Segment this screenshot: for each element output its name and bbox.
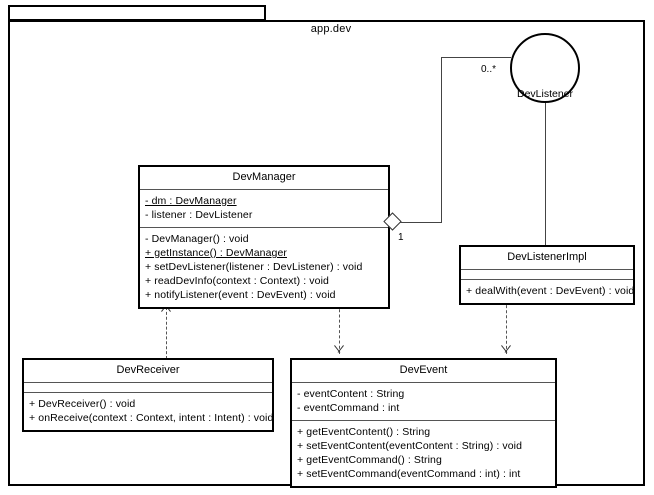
operation-row: - DevManager() : void: [145, 233, 249, 245]
aggregation-segment-horizontal-lower: [392, 222, 442, 223]
attributes-compartment-devreceiver: [24, 383, 272, 393]
operations-compartment-devmanager: - DevManager() : void + getInstance() : …: [140, 228, 388, 307]
dependency-arrowhead-event-from-manager: [332, 348, 346, 358]
attributes-compartment-devlistenerimpl: [461, 270, 633, 280]
package-label: app.dev: [310, 23, 352, 35]
operation-row: + setEventCommand(eventCommand : int) : …: [297, 468, 521, 480]
multiplicity-one: 1: [398, 232, 404, 243]
class-box-devmanager[interactable]: DevManager - dm : DevManager - listener …: [138, 165, 390, 309]
operation-row: + notifyListener(event : DevEvent) : voi…: [145, 289, 336, 301]
operation-row: + readDevInfo(context : Context) : void: [145, 275, 329, 287]
attribute-row: - listener : DevListener: [145, 209, 253, 221]
attribute-row: - eventCommand : int: [297, 402, 400, 414]
operation-row: + DevReceiver() : void: [29, 398, 136, 410]
operation-row: + onReceive(context : Context, intent : …: [29, 412, 274, 424]
attribute-row: - eventContent : String: [297, 388, 405, 400]
operation-row: + getEventContent() : String: [297, 426, 431, 438]
operation-row: + getInstance() : DevManager: [145, 247, 287, 259]
class-box-devreceiver[interactable]: DevReceiver + DevReceiver() : void + onR…: [22, 358, 274, 432]
realization-line-listener-impl: [545, 103, 546, 246]
operation-row: + setEventContent(eventContent : String)…: [297, 440, 523, 452]
interface-lollipop-devlistener[interactable]: [510, 33, 580, 103]
aggregation-segment-vertical: [441, 57, 442, 223]
attributes-compartment-devmanager: - dm : DevManager - listener : DevListen…: [140, 190, 388, 228]
operations-compartment-devevent: + getEventContent() : String + setEventC…: [292, 421, 555, 486]
interface-label-devlistener: DevListener: [516, 88, 574, 100]
multiplicity-many: 0..*: [481, 64, 497, 75]
operations-compartment-devreceiver: + DevReceiver() : void + onReceive(conte…: [24, 393, 274, 430]
class-box-devlistenerimpl[interactable]: DevListenerImpl + dealWith(event : DevEv…: [459, 245, 635, 305]
operation-row: + getEventCommand() : String: [297, 454, 442, 466]
dependency-line-receiver-manager: [166, 307, 167, 359]
attributes-compartment-devevent: - eventContent : String - eventCommand :…: [292, 383, 555, 421]
dependency-line-manager-event: [339, 304, 340, 354]
dependency-line-impl-event: [506, 300, 507, 354]
aggregation-segment-horizontal-upper: [441, 57, 511, 58]
class-box-devevent[interactable]: DevEvent - eventContent : String - event…: [290, 358, 557, 488]
attribute-row: - dm : DevManager: [145, 195, 237, 207]
class-name-devreceiver: DevReceiver: [24, 360, 272, 383]
class-name-devevent: DevEvent: [292, 360, 555, 383]
package-tab: [8, 5, 266, 21]
dependency-arrowhead-event-from-impl: [499, 348, 513, 358]
operations-compartment-devlistenerimpl: + dealWith(event : DevEvent) : void: [461, 280, 635, 303]
operation-row: + dealWith(event : DevEvent) : void: [466, 285, 635, 297]
class-name-devlistenerimpl: DevListenerImpl: [461, 247, 633, 270]
operation-row: + setDevListener(listener : DevListener)…: [145, 261, 363, 273]
class-name-devmanager: DevManager: [140, 167, 388, 190]
